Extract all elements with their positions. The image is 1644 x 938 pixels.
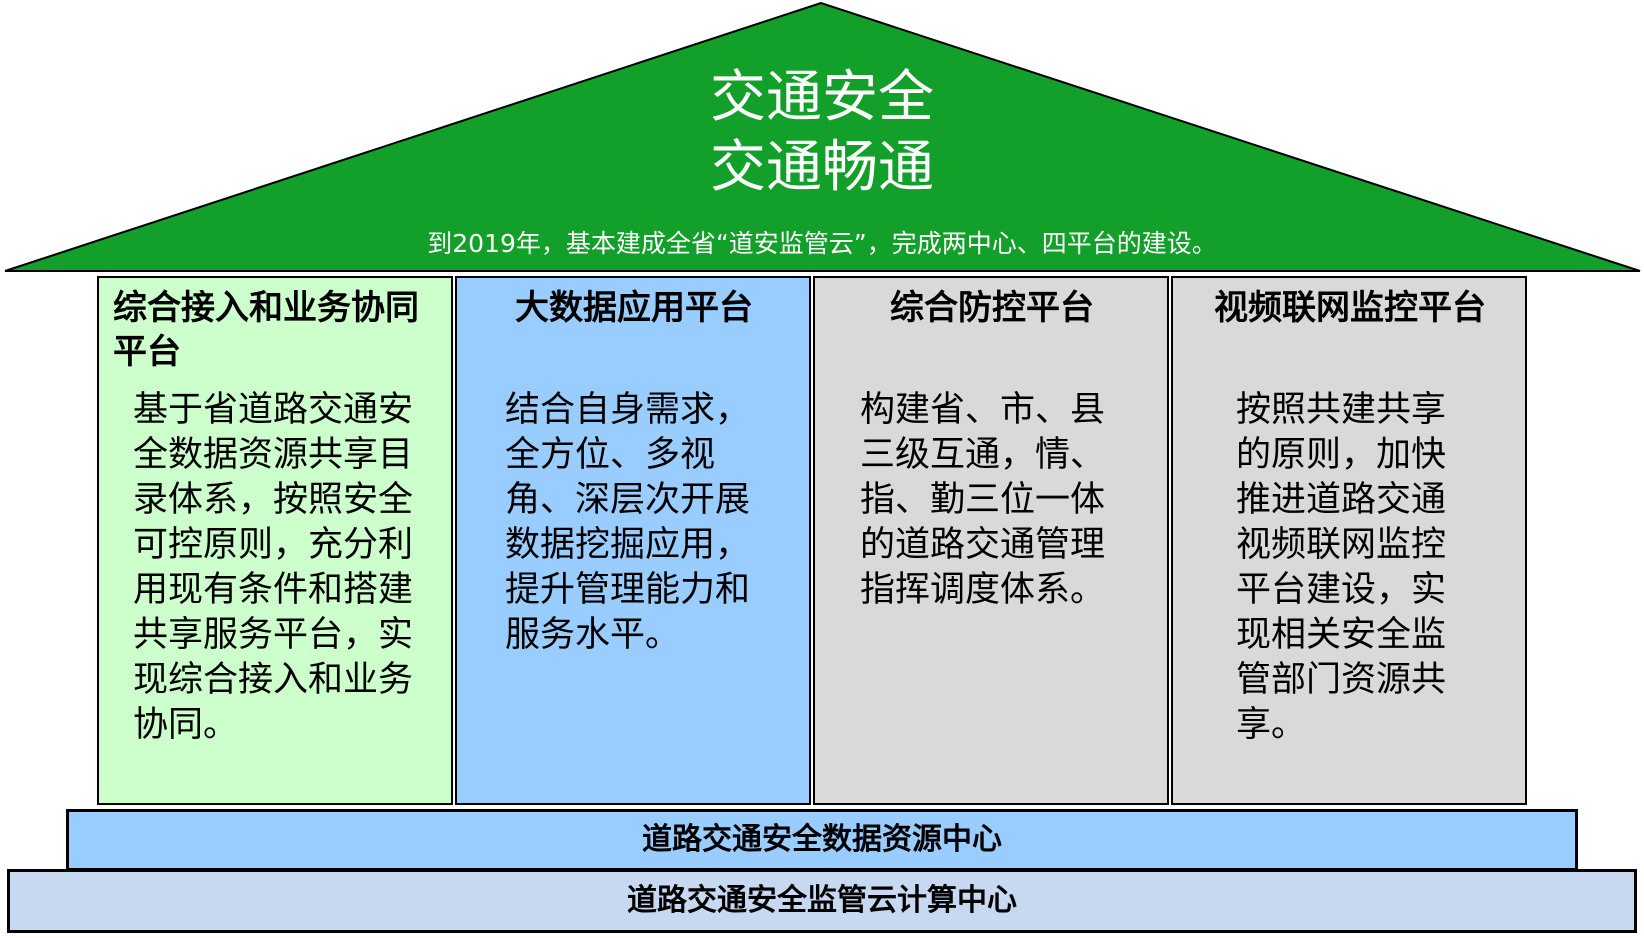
pillar-video-monitoring: 视频联网监控平台 按照共建共享的原则，加快推进道路交通视频联网监控平台建设，实现… xyxy=(1171,276,1527,805)
roof-title-safety: 交通安全 xyxy=(710,65,934,130)
cloud-computing-center: 道路交通安全监管云计算中心 xyxy=(7,869,1637,933)
roof-title-smooth: 交通畅通 xyxy=(710,135,934,200)
pillar-title: 综合防控平台 xyxy=(890,288,1094,328)
pillar-body: 按照共建共享的原则，加快推进道路交通视频联网监控平台建设，实现相关安全监管部门资… xyxy=(1236,390,1447,745)
pillar-title: 综合接入和业务协同平台 xyxy=(113,288,419,372)
pillar-body: 结合自身需求，全方位、多视角、深层次开展数据挖掘应用，提升管理能力和服务水平。 xyxy=(505,390,751,655)
pillar-title: 大数据应用平台 xyxy=(515,288,753,328)
pillar-body: 构建省、市、县三级互通，情、指、勤三位一体的道路交通管理指挥调度体系。 xyxy=(860,390,1106,610)
roof-subtitle: 到2019年，基本建成全省“道安监管云”，完成两中心、四平台的建设。 xyxy=(427,229,1217,258)
roof-triangle xyxy=(4,1,1641,272)
pillar-body: 基于省道路交通安全数据资源共享目录体系，按照安全可控原则，充分利用现有条件和搭建… xyxy=(133,390,414,745)
pillar-big-data: 大数据应用平台 结合自身需求，全方位、多视角、深层次开展数据挖掘应用，提升管理能… xyxy=(455,276,811,805)
pillar-integrated-access: 综合接入和业务协同平台 基于省道路交通安全数据资源共享目录体系，按照安全可控原则… xyxy=(97,276,453,805)
data-resource-center: 道路交通安全数据资源中心 xyxy=(66,809,1578,871)
pillar-prevention-control: 综合防控平台 构建省、市、县三级互通，情、指、勤三位一体的道路交通管理指挥调度体… xyxy=(813,276,1169,805)
pillar-title: 视频联网监控平台 xyxy=(1214,288,1486,328)
